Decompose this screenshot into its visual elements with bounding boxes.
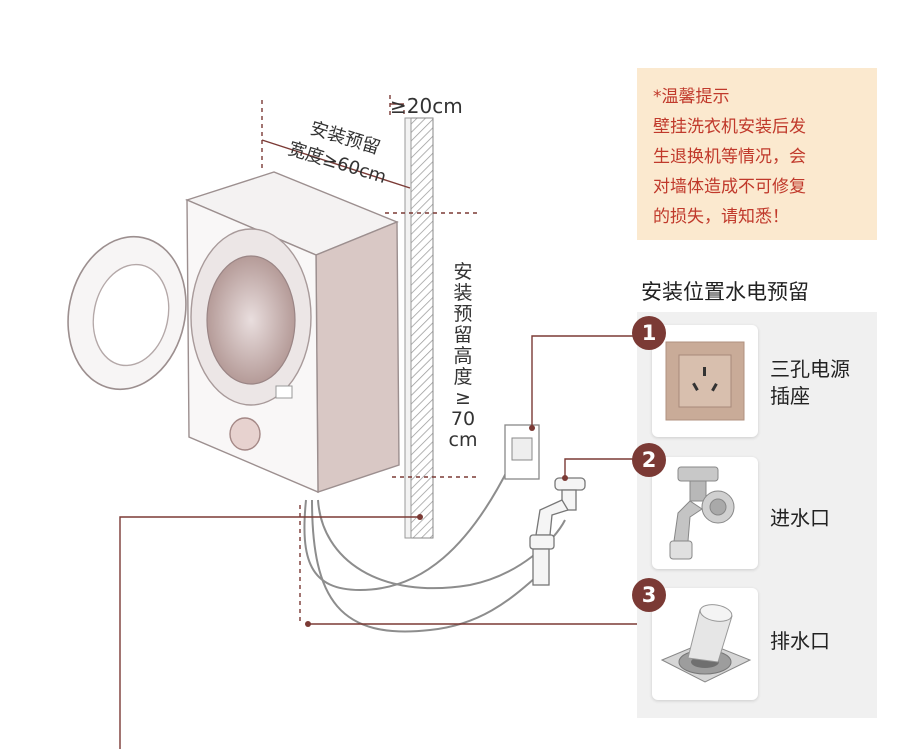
tip-line-2: 壁挂洗衣机安装后发 — [653, 117, 806, 137]
width-label: 安装预留 宽度≥60cm — [286, 118, 389, 188]
socket-card — [652, 325, 758, 437]
water-inlet-card — [652, 457, 758, 569]
machine-door — [67, 235, 187, 391]
floor-drain-icon — [660, 604, 752, 683]
height-label-char: 度 — [453, 366, 472, 388]
washing-machine — [185, 171, 400, 494]
item-badge-3: 3 — [632, 578, 666, 612]
height-label-char: ≥ — [455, 387, 471, 409]
tip-line-1: *温馨提示 — [653, 87, 730, 107]
width-dimension-arrow — [261, 103, 411, 189]
tip-line-4: 对墙体造成不可修复 — [653, 177, 806, 197]
height-label-char: 安 — [453, 261, 472, 283]
drain-card — [652, 588, 758, 700]
height-label-char: 70 — [451, 408, 475, 430]
warm-tip-box: *温馨提示 壁挂洗衣机安装后发 生退换机等情况，会 对墙体造成不可修复 的损失，… — [637, 68, 877, 240]
height-label-char: cm — [449, 429, 478, 451]
dimension-guides — [261, 95, 478, 625]
tip-line-3: 生退换机等情况，会 — [653, 147, 806, 167]
socket-label-line-2: 插座 — [770, 384, 810, 408]
height-label-char: 高 — [453, 345, 472, 367]
height-label-char: 装 — [453, 282, 472, 304]
socket-label-line-1: 三孔电源 — [770, 357, 850, 381]
section-title: 安装位置水电预留 — [641, 280, 809, 304]
water-inlet-label: 进水口 — [770, 505, 830, 532]
wall-socket-illustration — [504, 424, 540, 480]
wall — [404, 117, 434, 539]
drain-label-text: 排水口 — [770, 629, 830, 653]
faucet-illustration — [529, 477, 586, 586]
height-label-char: 留 — [453, 324, 472, 346]
socket-label: 三孔电源 插座 — [770, 356, 850, 410]
water-tap-icon — [669, 466, 735, 560]
power-socket-icon — [665, 341, 745, 421]
tip-line-5: 的损失，请知悉！ — [653, 207, 789, 227]
leader-lines — [119, 335, 640, 749]
height-label-char: 预 — [453, 303, 472, 325]
drain-label: 排水口 — [770, 628, 830, 655]
water-inlet-label-text: 进水口 — [770, 506, 830, 530]
wall-gap-label: ≥20cm — [390, 94, 463, 118]
item-badge-1: 1 — [632, 316, 666, 350]
item-badge-2: 2 — [632, 443, 666, 477]
leader-dots — [305, 425, 568, 627]
